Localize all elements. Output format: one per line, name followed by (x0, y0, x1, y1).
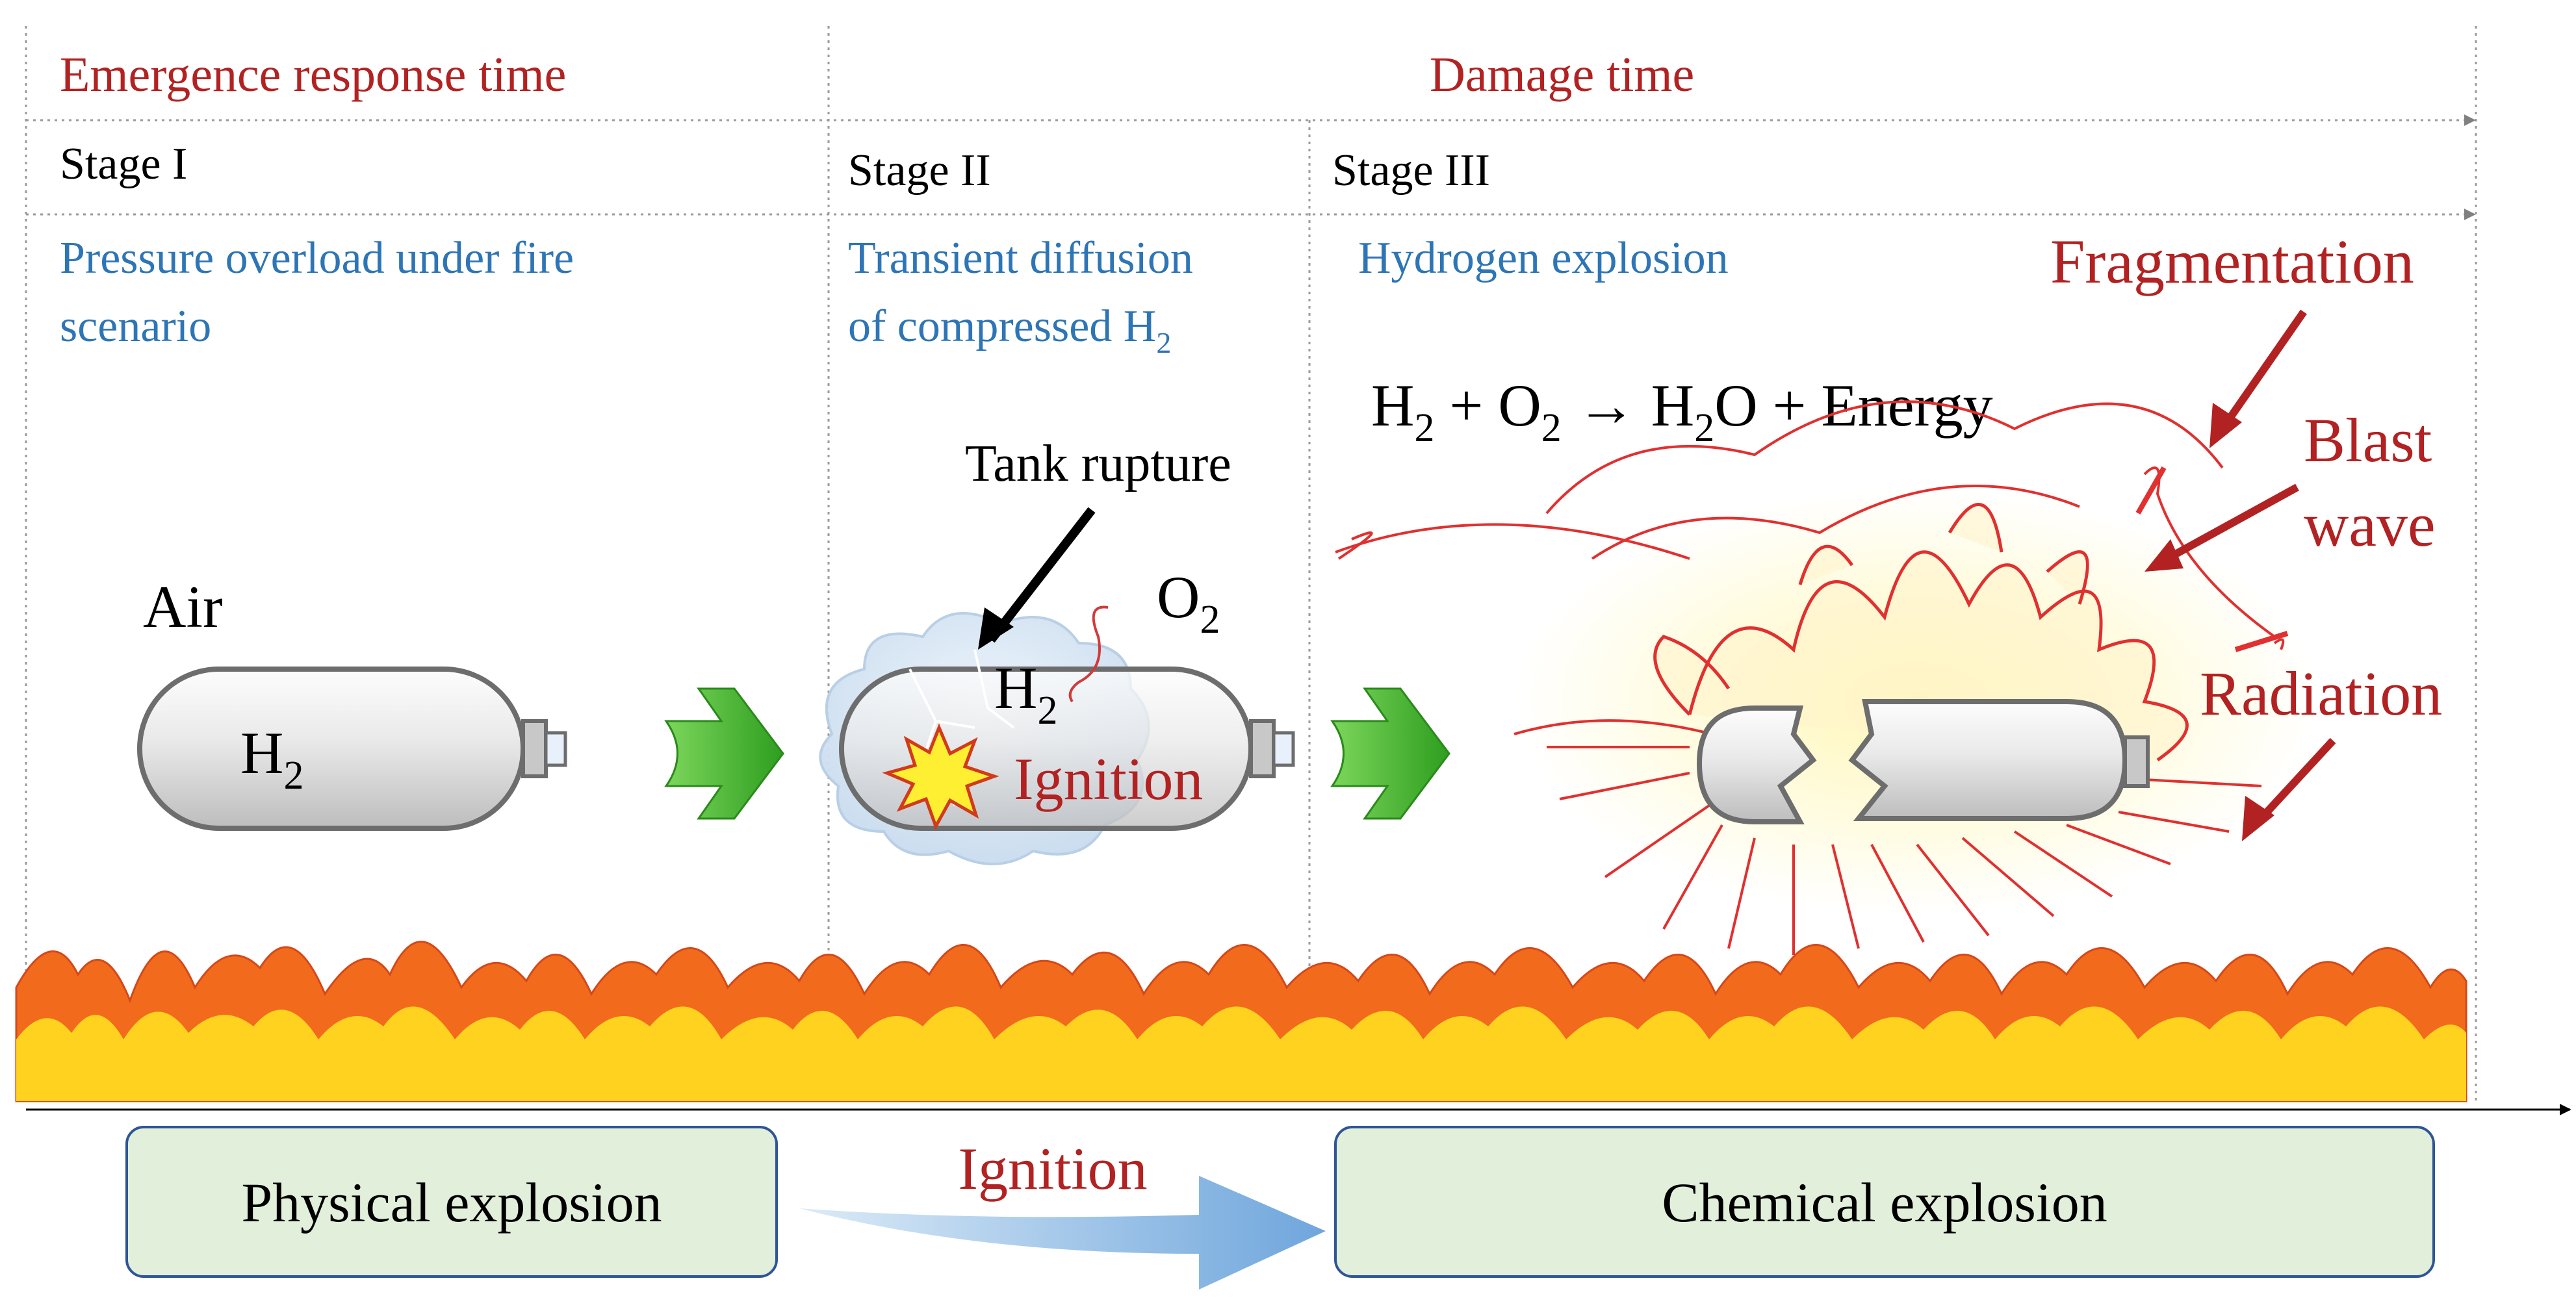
tank-neck-1 (521, 719, 548, 778)
emergence-response-label: Emergence response time (60, 47, 566, 102)
eq-h: H (1371, 372, 1414, 438)
stage-1-description-line-1: Pressure overload under fire (60, 233, 574, 283)
chemical-explosion-label: Chemical explosion (1662, 1171, 2107, 1234)
ignition-spark (882, 723, 999, 831)
fragmentation-label: Fragmentation (2050, 227, 2414, 296)
bottom-ignition-label: Ignition (958, 1136, 1147, 1202)
oxygen-pointer-line (1068, 605, 1109, 703)
radiation-lines (1547, 746, 2262, 955)
stage-2-group (819, 605, 1295, 865)
eq-arrow-h: → H (1562, 372, 1694, 438)
stage-2-title: Stage II (848, 146, 991, 196)
broken-tank-right (1848, 699, 2128, 821)
tank-neck-2 (1249, 719, 1276, 778)
air-label: Air (143, 574, 223, 640)
reaction-equation: H2 + O2 → H2O + Energy (1371, 372, 1993, 450)
oxygen-sub: 2 (1200, 598, 1220, 642)
tank-valve-2 (1272, 731, 1295, 767)
tank-body-1 (137, 667, 526, 831)
blast-wave-arrow (2165, 483, 2299, 563)
tank-gas-sub: 2 (283, 754, 303, 798)
transition-arrow-1 (664, 687, 784, 820)
stage-3-title: Stage III (1332, 146, 1490, 196)
fire-inner-flames (16, 1006, 2466, 1101)
explosion-group (1335, 400, 2320, 955)
fragmentation-wisps (1335, 400, 2285, 748)
fire-band (15, 941, 2467, 1102)
hydrogen-main: H (994, 655, 1037, 721)
stage-1-tank-gas-label: H2 (240, 720, 303, 798)
blast-wave-petals (1653, 503, 2189, 762)
physical-explosion-label: Physical explosion (241, 1171, 662, 1234)
stage-2-desc-sub: 2 (1156, 326, 1171, 359)
blast-wave-arrowhead (2145, 539, 2183, 572)
eq-plus-o: + O (1434, 372, 1541, 438)
damage-time-label: Damage time (1430, 47, 1694, 102)
blast-wave-label-line-2: wave (2304, 490, 2436, 559)
tank-gas-main: H (240, 720, 283, 786)
tank-valve-1 (544, 731, 567, 767)
tank-rupture-arrow (987, 507, 1096, 643)
hydrogen-sub: 2 (1037, 689, 1057, 733)
stage-1-tank (137, 667, 567, 831)
eq-h2o-sub: 2 (1694, 406, 1714, 450)
stage-1-title: Stage I (60, 139, 187, 189)
radiation-arrowhead (2242, 796, 2274, 841)
radiation-label: Radiation (2200, 659, 2442, 728)
broken-tank-neck (2123, 735, 2150, 788)
fragmentation-arrow (2219, 309, 2307, 431)
broken-tank-left (1696, 705, 1817, 824)
stage-2-description-line-1: Transient diffusion (848, 233, 1193, 283)
oxygen-label: O2 (1157, 564, 1220, 642)
transition-arrow-2 (1330, 687, 1450, 820)
blast-wave-label-line-1: Blast (2304, 405, 2432, 475)
stage-1-description-line-2: scenario (60, 301, 211, 351)
hydrogen-label: H2 (994, 655, 1057, 733)
tank-rupture-label: Tank rupture (965, 435, 1231, 492)
stage-2-description-line-2: of compressed H2 (848, 301, 1171, 359)
fragmentation-arrowhead (2209, 403, 2242, 448)
oxygen-main: O (1157, 564, 1200, 630)
ignition-transition-arrow (799, 1176, 1326, 1290)
eq-o-sub: 2 (1541, 406, 1562, 450)
stage-2-desc-main: of compressed H (848, 301, 1156, 351)
tank-rupture-arrowhead (978, 607, 1014, 650)
fragment-tube-1 (2135, 466, 2167, 515)
ignition-label: Ignition (1014, 746, 1203, 812)
chemical-explosion-box (1334, 1126, 2435, 1278)
grid-lines (25, 26, 2477, 1104)
physical-explosion-box (125, 1126, 778, 1278)
stage-3-description: Hydrogen explosion (1358, 233, 1729, 283)
fragment-tube-2 (2234, 631, 2289, 652)
eq-h-sub: 2 (1414, 406, 1434, 450)
